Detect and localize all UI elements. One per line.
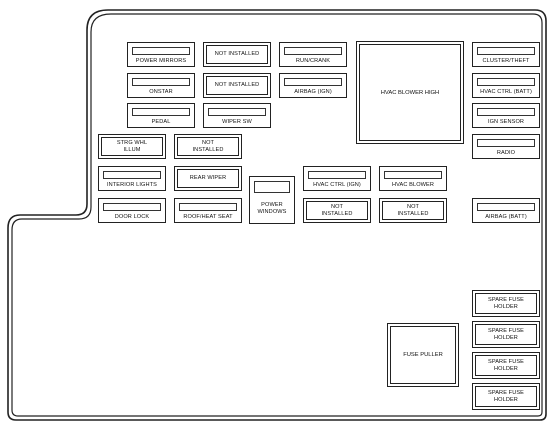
fuse-label: CLUSTER/THEFT: [482, 57, 530, 64]
fuse-door-lock: DOOR LOCK: [98, 198, 166, 223]
spare-fuse-holder-4: SPARE FUSE HOLDER: [472, 383, 540, 410]
fuse-label: INTERIOR LIGHTS: [107, 181, 157, 188]
fuse-cluster-theft: CLUSTER/THEFT: [472, 42, 540, 67]
fuse-blade: [284, 47, 342, 55]
spare-fuse-holder-2: SPARE FUSE HOLDER: [472, 321, 540, 348]
fuse-label: STRG WHL ILLUM: [116, 140, 148, 153]
fuse-ign-sensor: IGN SENSOR: [472, 103, 540, 128]
fuse-label: POWER WINDOWS: [257, 202, 287, 215]
fuse-rear-wiper: REAR WIPER: [174, 166, 242, 191]
fuse-label: NOT INSTALLED: [214, 82, 260, 89]
fuse-label: HVAC BLOWER: [391, 181, 435, 188]
fuse-airbag-ign: AIRBAG (IGN): [279, 73, 347, 98]
fuse-blade: [132, 78, 190, 86]
fuse-hvac-blower: HVAC BLOWER: [379, 166, 447, 191]
fuse-blade: [384, 171, 442, 179]
fuse-not-installed-3: NOT INSTALLED: [174, 134, 242, 159]
relay-label: HVAC BLOWER HIGH: [380, 89, 440, 96]
fuse-blade: [477, 108, 535, 116]
fuse-label: NOT INSTALLED: [397, 204, 429, 217]
fuse-label: HVAC CTRL (BATT): [480, 88, 532, 95]
fuse-strg-whl-illum: STRG WHL ILLUM: [98, 134, 166, 159]
fuse-not-installed-1: NOT INSTALLED: [203, 42, 271, 67]
fuse-power-mirrors: POWER MIRRORS: [127, 42, 195, 67]
fuse-not-installed-5: NOT INSTALLED: [379, 198, 447, 223]
fuse-radio: RADIO: [472, 134, 540, 159]
fuse-label: DOOR LOCK: [114, 213, 150, 220]
spare-fuse-holder-3: SPARE FUSE HOLDER: [472, 352, 540, 379]
relay-hvac-blower-high: HVAC BLOWER HIGH: [356, 41, 464, 144]
fuse-blade: [477, 78, 535, 86]
spare-fuse-holder-1: SPARE FUSE HOLDER: [472, 290, 540, 317]
fuse-label: NOT INSTALLED: [214, 51, 260, 58]
fuse-blade: [103, 171, 161, 179]
fuse-label: POWER MIRRORS: [135, 57, 187, 64]
fuse-not-installed-2: NOT INSTALLED: [203, 73, 271, 98]
fuse-power-windows: POWER WINDOWS: [249, 176, 295, 224]
fuse-blade: [284, 78, 342, 86]
fuse-label: ONSTAR: [149, 88, 173, 95]
fuse-label: SPARE FUSE HOLDER: [487, 390, 525, 403]
fuse-label: RADIO: [496, 149, 516, 156]
fuse-run-crank: RUN/CRANK: [279, 42, 347, 67]
fuse-hvac-ctrl-batt: HVAC CTRL (BATT): [472, 73, 540, 98]
fuse-pedal: PEDAL: [127, 103, 195, 128]
fuse-label: WIPER SW: [222, 118, 252, 125]
fuse-hvac-ctrl-ign: HVAC CTRL (IGN): [303, 166, 371, 191]
fuse-blade: [208, 108, 266, 116]
fuse-blade: [179, 203, 237, 211]
fuse-blade: [103, 203, 161, 211]
fuse-blade: [254, 181, 290, 193]
fuse-onstar: ONSTAR: [127, 73, 195, 98]
fuse-label: PEDAL: [151, 118, 171, 125]
fuse-blade: [477, 47, 535, 55]
fuse-roof-heat-seat: ROOF/HEAT SEAT: [174, 198, 242, 223]
fuse-label: SPARE FUSE HOLDER: [487, 297, 525, 310]
fuse-label: REAR WIPER: [189, 175, 227, 182]
fuse-label: HVAC CTRL (IGN): [313, 181, 361, 188]
fuse-blade: [477, 203, 535, 211]
fuse-airbag-batt: AIRBAG (BATT): [472, 198, 540, 223]
fuse-blade: [132, 108, 190, 116]
fuse-label: IGN SENSOR: [487, 118, 525, 125]
fuse-interior-lights: INTERIOR LIGHTS: [98, 166, 166, 191]
fuse-label: SPARE FUSE HOLDER: [487, 359, 525, 372]
fuse-blade: [477, 139, 535, 147]
fuse-puller-label: FUSE PULLER: [403, 352, 443, 358]
fuse-label: SPARE FUSE HOLDER: [487, 328, 525, 341]
fuse-label: NOT INSTALLED: [321, 204, 353, 217]
fuse-puller: FUSE PULLER: [387, 323, 459, 387]
fuse-blade: [132, 47, 190, 55]
fuse-label: AIRBAG (IGN): [294, 88, 332, 95]
fuse-wiper-sw: WIPER SW: [203, 103, 271, 128]
fuse-label: RUN/CRANK: [295, 57, 331, 64]
fuse-not-installed-4: NOT INSTALLED: [303, 198, 371, 223]
fuse-label: NOT INSTALLED: [192, 140, 224, 153]
fuse-blade: [308, 171, 366, 179]
fuse-label: ROOF/HEAT SEAT: [183, 213, 233, 220]
fuse-label: AIRBAG (BATT): [485, 213, 527, 220]
